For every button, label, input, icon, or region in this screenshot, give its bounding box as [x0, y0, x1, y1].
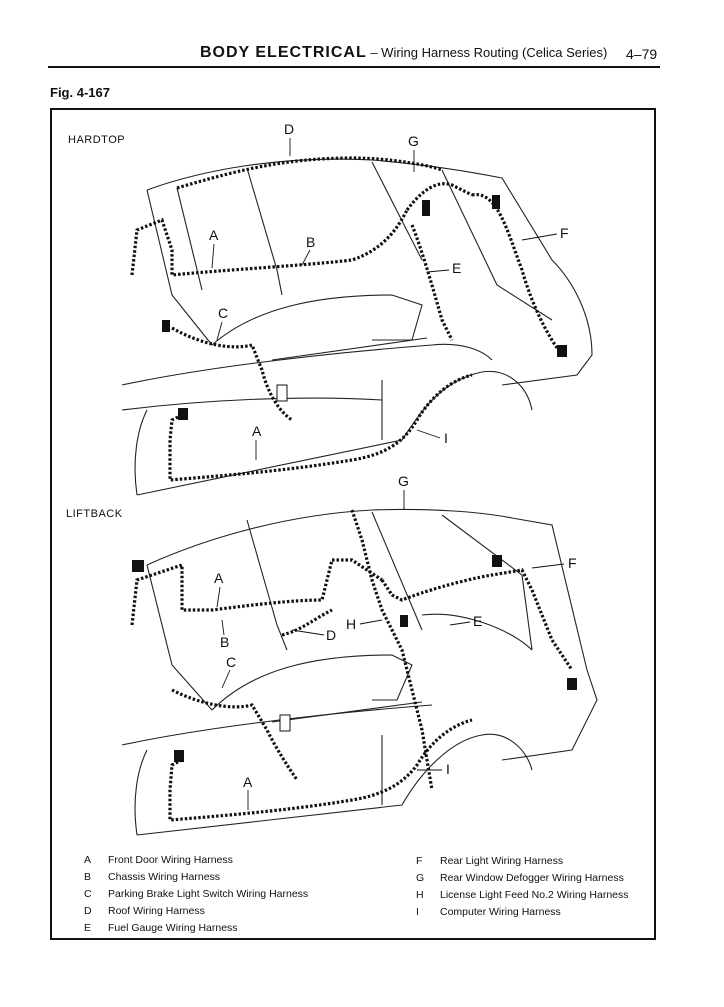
wiring-diagram: D G A B F E C A I [121, 121, 598, 836]
callout-liftback-i: I [446, 761, 450, 777]
page-number: 4–79 [626, 46, 658, 62]
hardtop-connectors [162, 195, 567, 420]
liftback-leader-lines [216, 490, 565, 810]
callout-liftback-f: F [568, 555, 577, 571]
figure-frame: HARDTOP LIFTBACK [50, 108, 656, 940]
page-header: BODY ELECTRICAL – Wiring Harness Routing… [0, 0, 724, 72]
hardtop-leader-lines [211, 138, 558, 460]
liftback-callouts: G F A H E B D C A I [214, 473, 577, 790]
section-subtitle: – Wiring Harness Routing (Celica Series) [366, 45, 608, 60]
callout-hardtop-a2: A [252, 423, 262, 439]
liftback-harness-lines [130, 509, 574, 822]
liftback-connectors [132, 555, 577, 762]
legend-left: A Front Door Wiring Harness B Chassis Wi… [84, 854, 309, 934]
callout-liftback-g: G [398, 473, 409, 489]
callout-liftback-c: C [226, 654, 236, 670]
callout-hardtop-f: F [560, 225, 569, 241]
callout-hardtop-c: C [218, 305, 228, 321]
hardtop-harness-lines [130, 156, 564, 482]
callout-liftback-a: A [214, 570, 224, 586]
callout-liftback-a2: A [243, 774, 253, 790]
callout-hardtop-d: D [284, 121, 294, 137]
callout-liftback-d: D [326, 627, 336, 643]
figure-label: Fig. 4-167 [50, 85, 110, 100]
section-title: BODY ELECTRICAL [200, 44, 367, 61]
hardtop-label: HARDTOP [68, 134, 126, 146]
page-title: BODY ELECTRICAL – Wiring Harness Routing… [200, 44, 607, 62]
callout-hardtop-i: I [444, 430, 448, 446]
callout-liftback-b: B [220, 634, 229, 650]
callout-hardtop-e: E [452, 260, 461, 276]
callout-liftback-h: H [346, 616, 356, 632]
callout-hardtop-b: B [306, 234, 315, 250]
liftback-label: LIFTBACK [66, 508, 123, 520]
legend-right: F Rear Light Wiring Harness G Rear Windo… [416, 855, 629, 918]
header-rule [48, 66, 660, 68]
hardtop-car-outline [121, 158, 593, 496]
hardtop-callouts: D G A B F E C A I [209, 121, 569, 446]
callout-hardtop-a: A [209, 227, 219, 243]
callout-liftback-e: E [473, 613, 482, 629]
liftback-car-outline [121, 508, 598, 836]
callout-hardtop-g: G [408, 133, 419, 149]
